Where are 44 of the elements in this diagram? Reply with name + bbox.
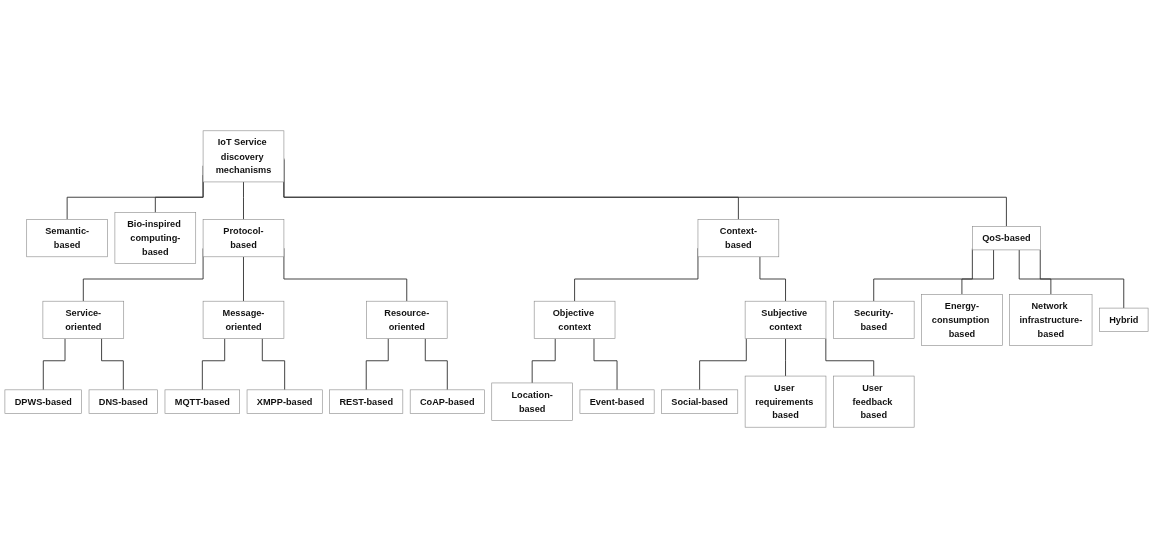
node-box: Semantic-based: [26, 219, 108, 258]
connector: [424, 338, 448, 391]
connector: [593, 338, 618, 391]
node-box: Service-oriented: [42, 300, 125, 339]
connector: [101, 338, 124, 391]
connector: [759, 256, 786, 302]
node-box: IoT Service discovery mechanisms: [202, 130, 285, 183]
connector: [201, 338, 226, 391]
node-box: MQTT-based: [164, 389, 240, 414]
node-box: Energy-consumption based: [921, 294, 1003, 346]
node-box: XMPP-based: [246, 389, 323, 414]
node-box: DNS-based: [88, 389, 158, 414]
node-box: Location-based: [491, 382, 573, 421]
connector: [961, 249, 994, 295]
connector: [261, 338, 286, 391]
node-box: User requirements based: [744, 375, 827, 428]
node-box: Subjective context: [744, 300, 827, 339]
node-box: Hybrid: [1099, 307, 1149, 332]
connector: [1018, 249, 1052, 295]
connector: [243, 181, 244, 220]
node-box: Resource-oriented: [366, 300, 448, 339]
node-box: Social-based: [661, 389, 739, 414]
connector: [785, 338, 786, 377]
connector: [243, 256, 244, 302]
node-box: Objective context: [533, 300, 616, 339]
node-box: Event-based: [579, 389, 655, 414]
connector: [873, 248, 973, 302]
node-box: DPWS-based: [4, 389, 82, 414]
connector: [42, 338, 66, 391]
node-box: Message-oriented: [202, 300, 285, 339]
connector: [825, 338, 875, 377]
node-box: Context-based: [697, 219, 780, 258]
node-box: User feedback based: [833, 375, 915, 428]
connector: [699, 338, 747, 391]
node-box: REST-based: [329, 389, 404, 414]
node-box: Bio-inspired computing-based: [114, 212, 197, 264]
node-box: Security-based: [833, 300, 915, 339]
connector: [365, 338, 389, 391]
node-box: Network infrastructure-based: [1009, 294, 1093, 346]
connector: [1039, 249, 1125, 309]
connector: [531, 338, 556, 384]
node-box: Protocol-based: [202, 219, 285, 258]
node-box: CoAP-based: [409, 389, 485, 414]
node-box: QoS-based: [972, 226, 1041, 251]
